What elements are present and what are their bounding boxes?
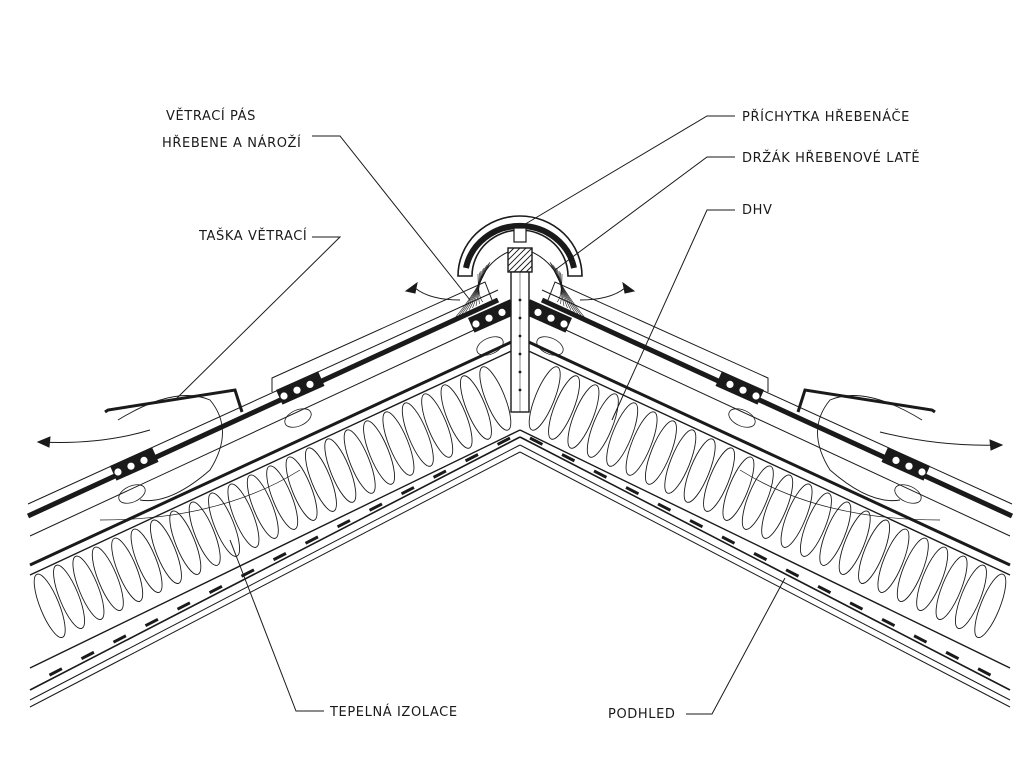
label-ventilation-strip-2: HŘEBENE A NÁROŽÍ [162, 135, 301, 151]
label-thermal-insulation: TEPELNÁ IZOLACE [329, 704, 458, 720]
leader-lines [174, 115, 786, 715]
label-soffit: PODHLED [608, 707, 676, 722]
ventilation-strip-right [549, 261, 586, 319]
label-ridge-batten-holder: DRŽÁK HŘEBENOVÉ LATĚ [742, 150, 920, 166]
ridge-batten-holder [510, 271, 530, 413]
right-roof-slope [519, 281, 1014, 708]
label-ventilation-tile: TAŠKA VĚTRACÍ [198, 228, 307, 244]
airflow-arrows [36, 281, 1004, 451]
label-ridge-clip: PŘÍCHYTKA HŘEBENÁČE [742, 109, 910, 125]
ventilation-strip-left [454, 261, 491, 319]
ridge-clip [513, 227, 527, 243]
label-ventilation-strip-1: VĚTRACÍ PÁS [166, 108, 256, 124]
label-dhv: DHV [742, 203, 772, 218]
ridge-batten [507, 247, 533, 273]
left-roof-slope [26, 281, 521, 708]
